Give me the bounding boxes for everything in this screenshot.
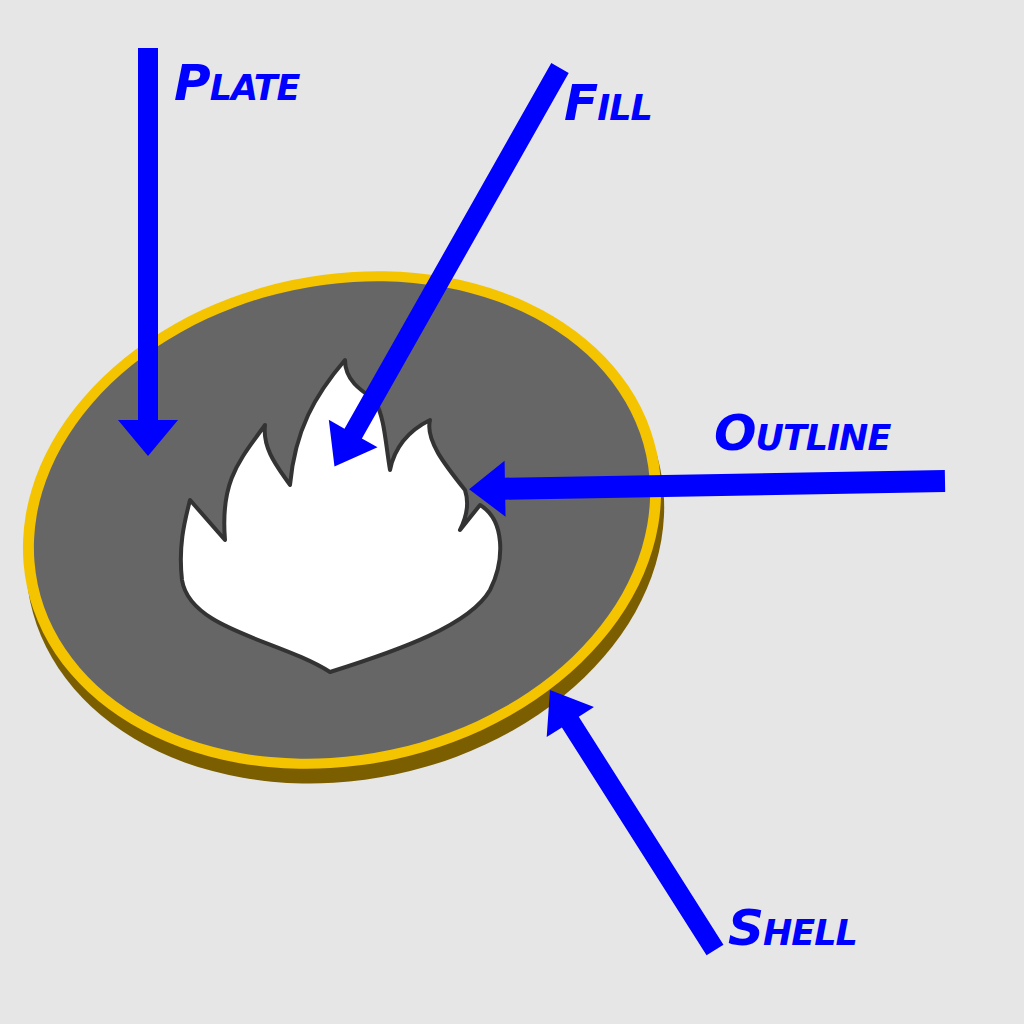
plate-surface [0, 225, 695, 814]
token-disc [0, 213, 711, 841]
leader-arrows [118, 48, 945, 965]
plate-arrow [118, 48, 178, 456]
flame-fill [181, 360, 500, 672]
part-label: Plate [174, 58, 299, 108]
part-label: Shell [728, 903, 857, 953]
part-label: Fill [564, 78, 652, 128]
fill-arrow [310, 54, 584, 480]
outline-arrow [469, 453, 946, 517]
shell-arrow [526, 675, 738, 965]
part-label: Outline [714, 408, 890, 458]
shell-rim [0, 213, 708, 826]
